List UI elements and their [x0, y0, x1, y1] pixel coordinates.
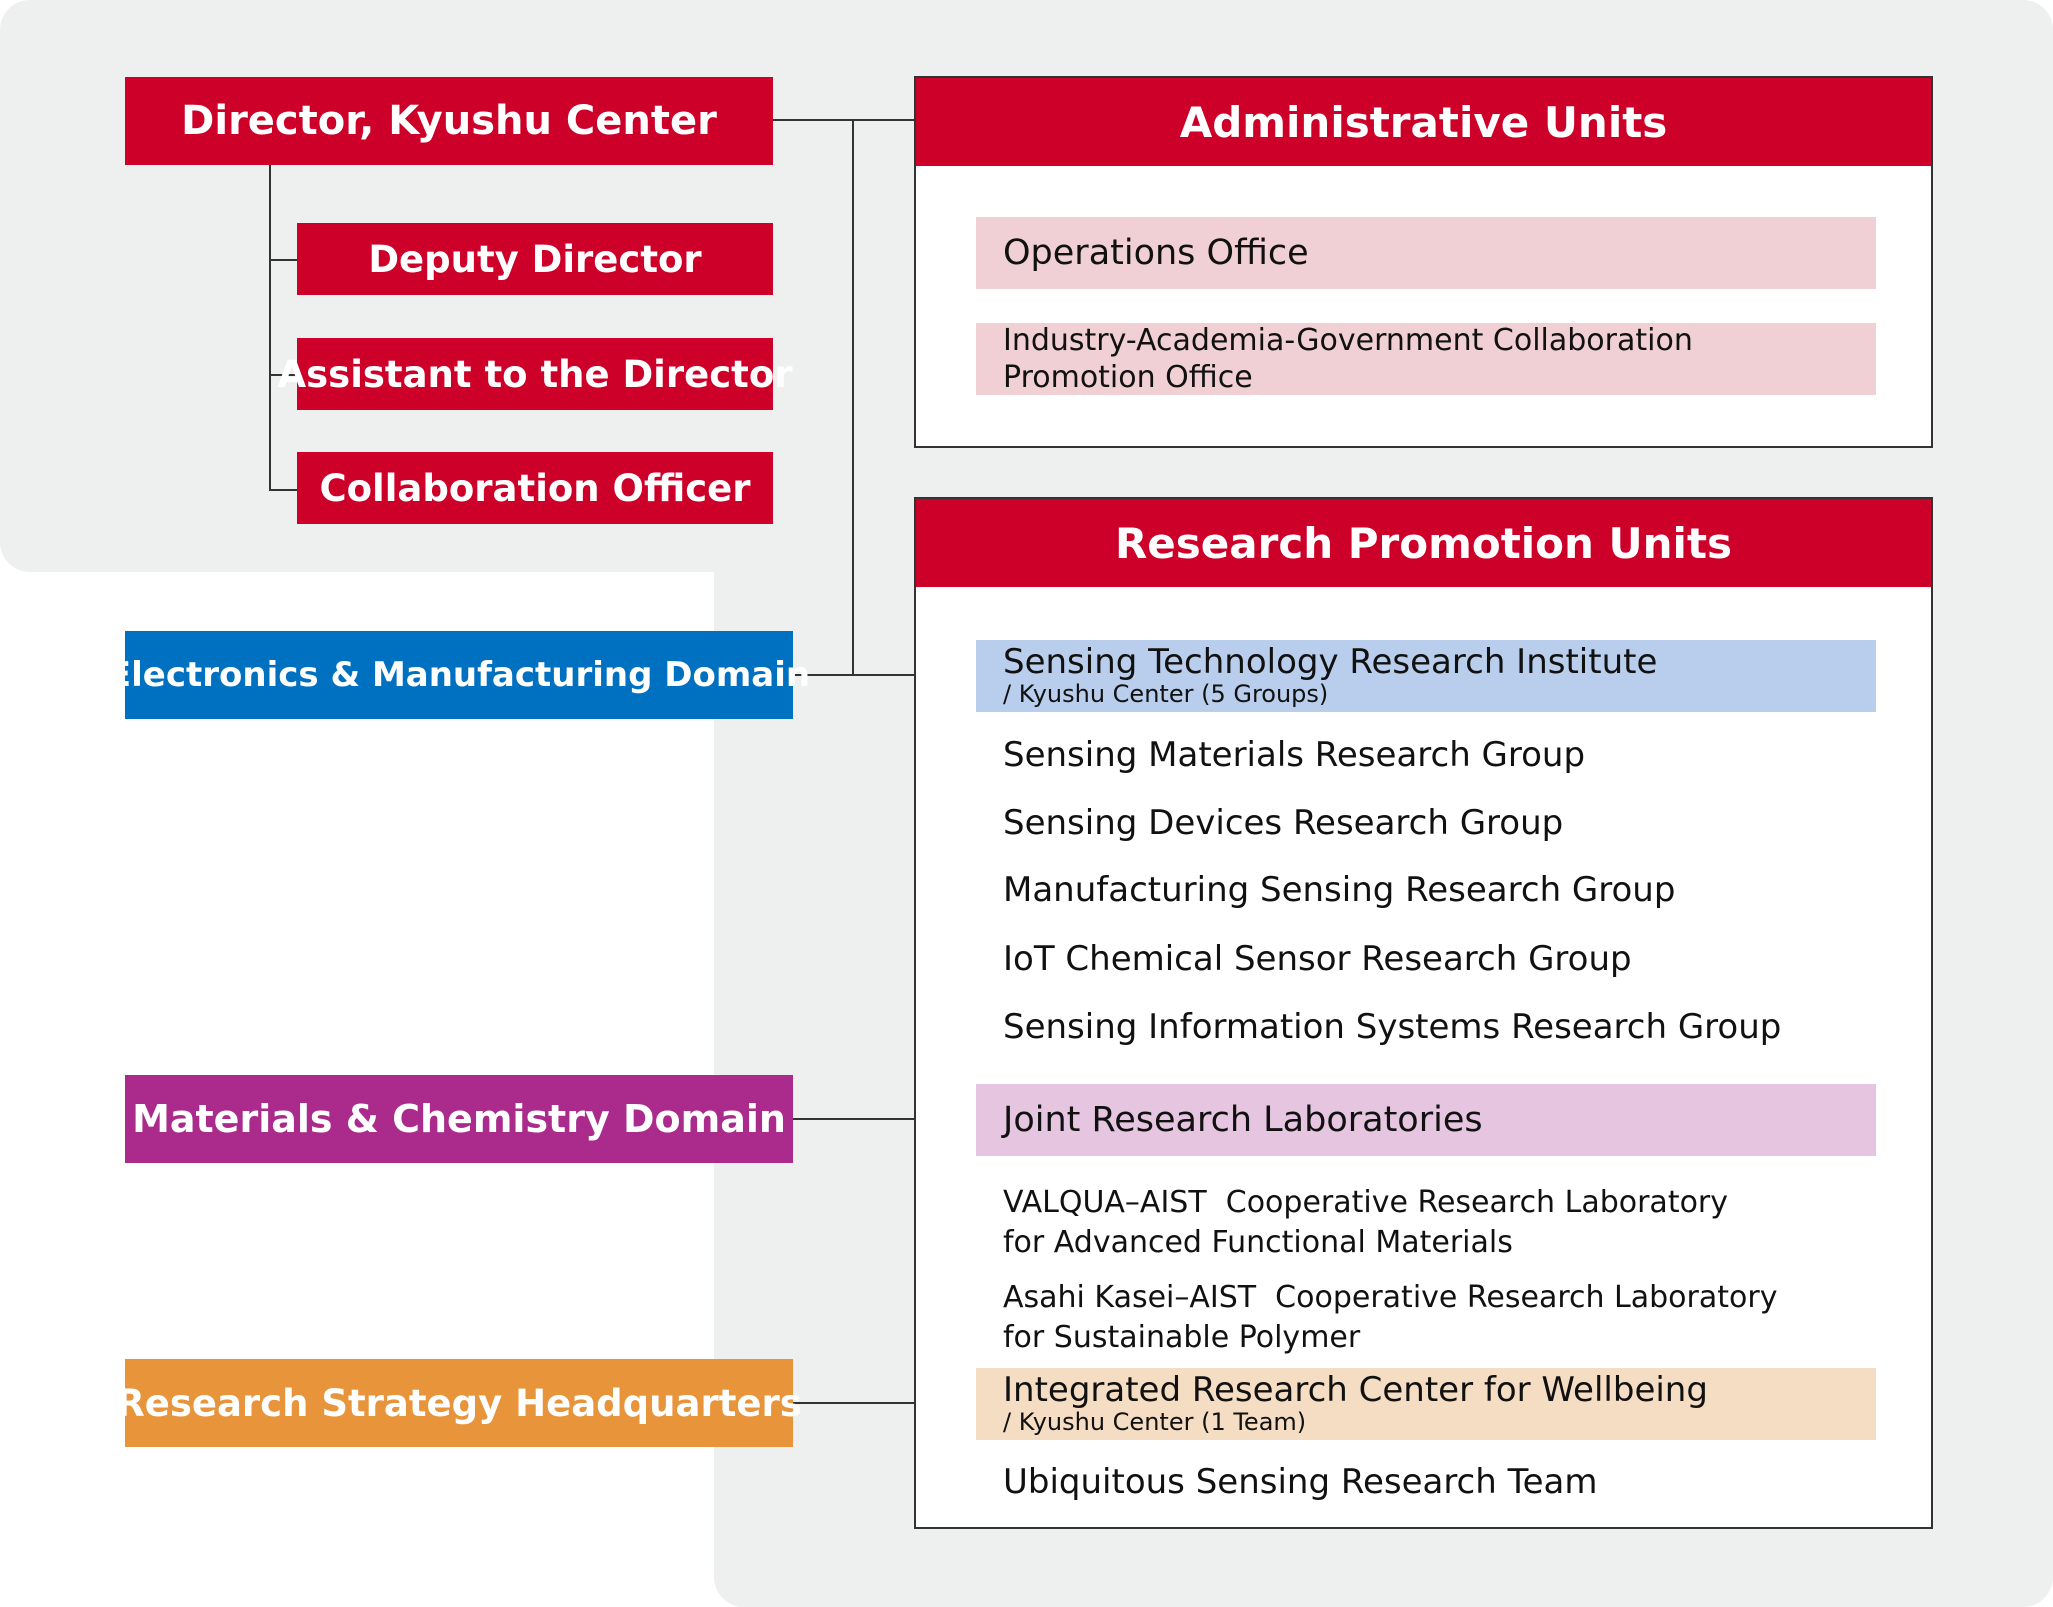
- collaboration-promotion-office-bar: Industry-Academia-Government Collaborati…: [976, 323, 1876, 395]
- director-box: Director, Kyushu Center: [125, 77, 773, 165]
- administrative-units-panel: Administrative Units Operations Office I…: [914, 76, 1933, 448]
- list-item: Sensing Information Systems Research Gro…: [1003, 1007, 1782, 1047]
- valqua-lab-line1: VALQUA–AIST Cooperative Research Laborat…: [1003, 1185, 1729, 1220]
- wellbeing-center-bar: Integrated Research Center for Wellbeing…: [976, 1368, 1876, 1440]
- materials-connector: [793, 1118, 976, 1120]
- asahi-lab-line1: Asahi Kasei–AIST Cooperative Research La…: [1003, 1280, 1778, 1315]
- strategy-hq-label: Research Strategy Headquarters: [116, 1381, 802, 1425]
- wellbeing-center-name: Integrated Research Center for Wellbeing: [1003, 1370, 1708, 1410]
- operations-office-label: Operations Office: [1003, 233, 1309, 273]
- assistant-director-box: Assistant to the Director: [278, 338, 792, 410]
- director-connector: [773, 119, 915, 121]
- list-item: Asahi Kasei–AIST Cooperative Research La…: [1003, 1278, 1777, 1358]
- sensing-institute-sub: / Kyushu Center (5 Groups): [1003, 680, 1329, 708]
- list-item: IoT Chemical Sensor Research Group: [1003, 939, 1632, 979]
- research-promotion-units-title: Research Promotion Units: [1114, 518, 1733, 568]
- collaboration-promotion-office-line1: Industry-Academia-Government Collaborati…: [1003, 323, 1693, 358]
- strategy-hq-box: Research Strategy Headquarters: [116, 1359, 802, 1447]
- electronics-connector: [793, 674, 976, 676]
- operations-office-bar: Operations Office: [976, 217, 1876, 289]
- administrative-units-title: Administrative Units: [1179, 97, 1668, 147]
- wellbeing-center-sub: / Kyushu Center (1 Team): [1003, 1408, 1307, 1436]
- list-item: VALQUA–AIST Cooperative Research Laborat…: [1003, 1183, 1728, 1263]
- collaboration-promotion-office-line2: Promotion Office: [1003, 360, 1253, 395]
- electronics-domain-box: Electronics & Manufacturing Domain: [108, 631, 810, 719]
- research-promotion-units-panel: Research Promotion Units Sensing Technol…: [914, 497, 1933, 1529]
- list-item: Sensing Devices Research Group: [1003, 803, 1564, 843]
- administrative-units-header: Administrative Units: [916, 78, 1931, 166]
- sensing-institute-name: Sensing Technology Research Institute: [1003, 642, 1658, 682]
- director-sub-trunk: [269, 164, 271, 490]
- list-item: Ubiquitous Sensing Research Team: [1003, 1462, 1598, 1502]
- collaboration-officer-box: Collaboration Officer: [297, 452, 773, 524]
- valqua-lab-line2: for Advanced Functional Materials: [1003, 1225, 1513, 1260]
- collaboration-officer-label: Collaboration Officer: [319, 466, 751, 510]
- deputy-director-box: Deputy Director: [297, 223, 773, 295]
- assistant-branch: [269, 374, 297, 376]
- materials-domain-box: Materials & Chemistry Domain: [125, 1075, 793, 1163]
- sensing-institute-bar: Sensing Technology Research Institute / …: [976, 640, 1876, 712]
- assistant-director-label: Assistant to the Director: [277, 352, 793, 396]
- materials-domain-label: Materials & Chemistry Domain: [132, 1097, 786, 1141]
- list-item: Sensing Materials Research Group: [1003, 735, 1586, 775]
- research-promotion-units-header: Research Promotion Units: [916, 499, 1931, 587]
- asahi-lab-line2: for Sustainable Polymer: [1003, 1320, 1361, 1355]
- joint-labs-name: Joint Research Laboratories: [1003, 1100, 1483, 1140]
- collaboration-branch: [269, 489, 297, 491]
- deputy-director-label: Deputy Director: [368, 237, 702, 281]
- strategy-connector: [793, 1402, 976, 1404]
- list-item: Manufacturing Sensing Research Group: [1003, 870, 1676, 910]
- director-title: Director, Kyushu Center: [181, 98, 717, 144]
- joint-labs-bar: Joint Research Laboratories: [976, 1084, 1876, 1156]
- deputy-branch: [269, 259, 297, 261]
- main-trunk-line: [852, 119, 854, 675]
- electronics-domain-label: Electronics & Manufacturing Domain: [107, 655, 811, 695]
